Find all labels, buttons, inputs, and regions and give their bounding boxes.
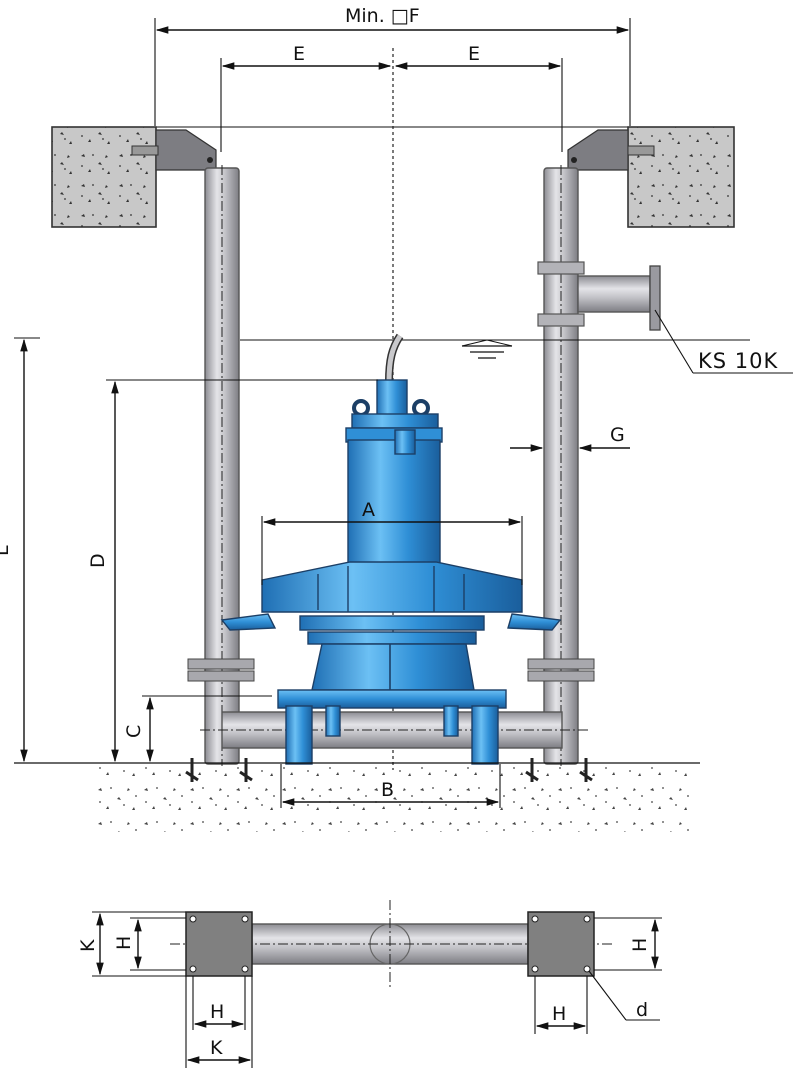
label-h-left-side: H xyxy=(113,936,135,950)
bracket-left xyxy=(131,129,217,171)
label-e-right: E xyxy=(468,43,480,65)
dimension-b: B xyxy=(280,764,501,808)
dimension-min-f: Min. □F xyxy=(154,5,631,126)
dimension-c: C xyxy=(123,695,272,763)
dimension-g: G xyxy=(510,424,630,452)
pump-cable-gland xyxy=(376,379,408,419)
label-c: C xyxy=(123,725,145,738)
label-l: L xyxy=(0,545,13,556)
bracket-right xyxy=(567,129,655,171)
concrete-block-right xyxy=(627,126,735,228)
label-e-left: E xyxy=(293,43,305,65)
pipe-flanges xyxy=(187,658,595,682)
label-a: A xyxy=(362,499,375,521)
label-d: D xyxy=(87,553,109,568)
dimension-l: L xyxy=(0,337,40,763)
pump-volute xyxy=(261,561,523,613)
label-h-right-bottom: H xyxy=(552,1003,566,1025)
water-level xyxy=(240,339,750,359)
pump xyxy=(220,333,562,765)
discharge-outlet xyxy=(537,261,661,331)
plan-base-plate-right xyxy=(527,911,595,977)
dimension-e: E E xyxy=(220,43,563,152)
pump-stand-plate xyxy=(277,689,507,709)
label-b: B xyxy=(381,779,394,801)
pump-bowl xyxy=(311,643,475,691)
label-k-left: K xyxy=(77,939,99,952)
plan-base-plate-left xyxy=(185,911,253,977)
ks-callout: KS 10K xyxy=(654,309,793,374)
label-min-f: Min. □F xyxy=(345,5,420,27)
dimension-d: D xyxy=(87,379,378,763)
label-g: G xyxy=(610,424,625,446)
label-k-bottom: K xyxy=(210,1037,223,1059)
label-h-right-side: H xyxy=(629,938,651,952)
dimension-a: A xyxy=(261,499,523,585)
pump-motor xyxy=(347,439,441,565)
label-ks: KS 10K xyxy=(698,349,778,373)
label-d-anchor: d xyxy=(636,999,648,1021)
label-h-left-bottom: H xyxy=(210,1001,224,1023)
plan-view: K H H K H H d xyxy=(77,900,662,1068)
ground xyxy=(14,758,700,832)
concrete-block-left xyxy=(51,126,157,228)
